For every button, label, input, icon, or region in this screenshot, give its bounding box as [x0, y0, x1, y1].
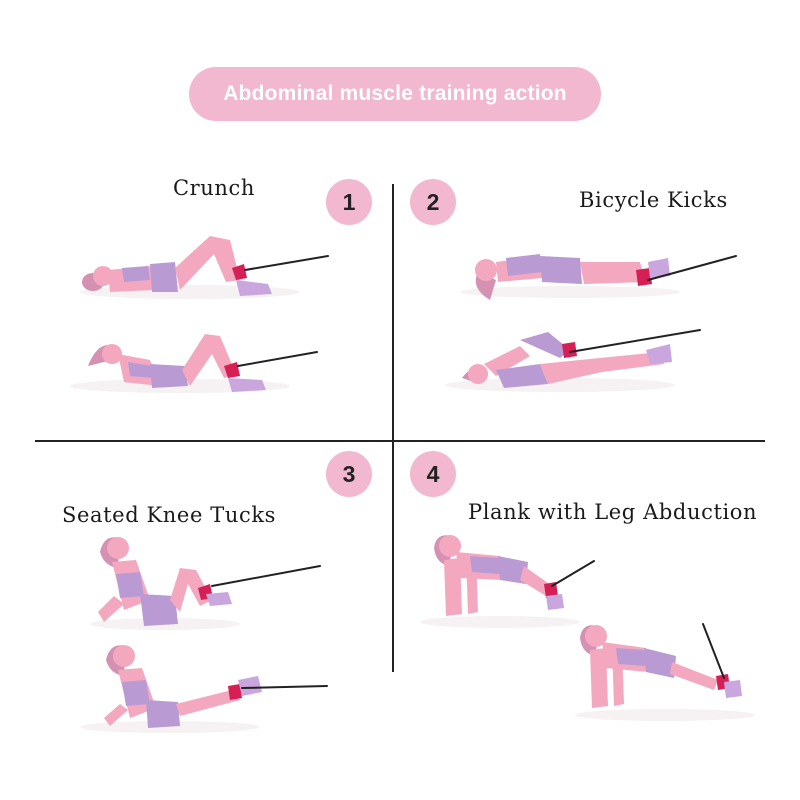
step-badge-4: 4	[410, 451, 456, 497]
crunch-figure-2	[88, 334, 318, 392]
step-badge-2: 2	[410, 179, 456, 225]
vertical-divider	[392, 184, 394, 672]
crunch-figure-1	[82, 236, 329, 296]
title-text: Abdominal muscle training action	[223, 82, 567, 105]
title-banner: Abdominal muscle training action	[189, 67, 601, 121]
plank-leg-abduction-figure-1	[434, 535, 595, 616]
exercise-label-seated-knee-tucks: Seated Knee Tucks	[62, 503, 277, 527]
step-badge-1: 1	[326, 179, 372, 225]
bicycle-kicks-figure-1	[475, 254, 737, 300]
seated-knee-tucks-figure-1	[98, 537, 321, 626]
bicycle-kicks-figure-2	[462, 329, 701, 388]
exercise-label-plank-leg-abduction: Plank with Leg Abduction	[468, 500, 758, 524]
seated-knee-tucks-figure-2	[104, 645, 328, 728]
horizontal-divider	[35, 440, 765, 442]
exercise-label-crunch: Crunch	[173, 176, 256, 200]
plank-leg-abduction-figure-2	[580, 623, 742, 708]
step-badge-3: 3	[326, 451, 372, 497]
exercise-label-bicycle-kicks: Bicycle Kicks	[579, 188, 728, 212]
